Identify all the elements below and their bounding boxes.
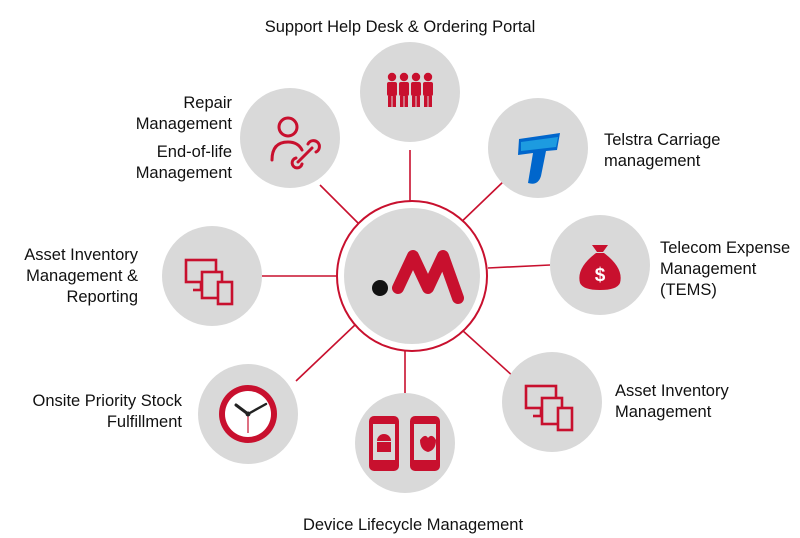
clock-icon bbox=[219, 385, 277, 443]
label-repair: Repair Management End-of-life Management bbox=[110, 93, 232, 184]
node-support bbox=[360, 42, 460, 142]
label-asset-reporting: Asset Inventory Management & Reporting bbox=[8, 245, 138, 308]
label-telstra: Telstra Carriage management bbox=[604, 130, 784, 172]
people-group-icon bbox=[387, 72, 433, 107]
label-line: Support Help Desk & Ordering Portal bbox=[264, 18, 536, 36]
label-line: Management bbox=[660, 260, 757, 278]
label-asset: Asset Inventory Management bbox=[615, 381, 785, 423]
label-line: Telecom Expense bbox=[660, 239, 791, 257]
telstra-t-icon bbox=[518, 133, 560, 184]
label-support: Support Help Desk & Ordering Portal bbox=[250, 17, 550, 38]
label-line: Fulfillment bbox=[106, 413, 182, 431]
label-line: Telstra Carriage bbox=[604, 131, 721, 149]
label-line: (TEMS) bbox=[660, 281, 717, 299]
node-tems: $ bbox=[550, 215, 650, 315]
label-line: Management bbox=[135, 115, 232, 133]
devices-icon bbox=[524, 384, 574, 432]
label-line: Management bbox=[615, 403, 712, 421]
money-bag-icon: $ bbox=[579, 245, 621, 290]
label-onsite: Onsite Priority Stock Fulfillment bbox=[10, 391, 182, 433]
label-lifecycle: Device Lifecycle Management bbox=[263, 515, 563, 536]
label-line: Management bbox=[135, 164, 232, 182]
node-asset bbox=[502, 352, 602, 452]
node-lifecycle bbox=[355, 393, 455, 493]
connector-asset bbox=[461, 329, 516, 379]
svg-text:$: $ bbox=[595, 265, 606, 286]
connector-tems bbox=[487, 264, 551, 269]
devices-icon bbox=[184, 258, 234, 306]
connector-repair bbox=[319, 184, 366, 231]
connector-onsite bbox=[295, 323, 357, 382]
node-telstra bbox=[488, 98, 588, 198]
label-line: End-of-life bbox=[156, 143, 232, 161]
technician-wrench-icon bbox=[270, 116, 321, 170]
label-line: Management & bbox=[26, 267, 138, 285]
label-line: Asset Inventory bbox=[24, 246, 138, 264]
node-onsite bbox=[198, 364, 298, 464]
label-tems: Telecom Expense Management (TEMS) bbox=[660, 238, 798, 301]
label-line: Asset Inventory bbox=[615, 382, 729, 400]
label-line: management bbox=[604, 152, 701, 170]
label-line: Repair bbox=[183, 94, 232, 112]
label-line: Reporting bbox=[66, 288, 138, 306]
label-line: Device Lifecycle Management bbox=[302, 516, 524, 534]
label-line: Onsite Priority Stock bbox=[32, 392, 182, 410]
node-asset-reporting bbox=[162, 226, 262, 326]
phones-android-apple-icon bbox=[369, 416, 440, 471]
node-repair bbox=[240, 88, 340, 188]
hub-node bbox=[336, 200, 488, 352]
logo-mark-icon bbox=[372, 250, 464, 304]
